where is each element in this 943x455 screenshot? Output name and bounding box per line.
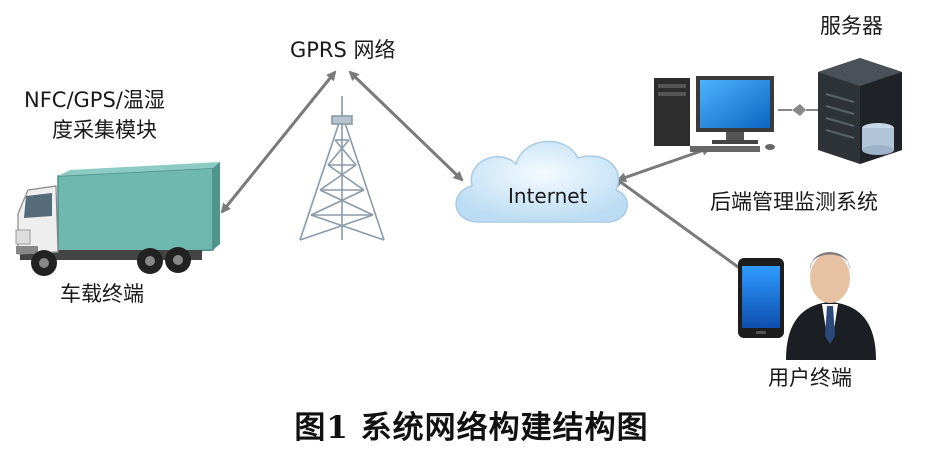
smartphone-icon — [738, 258, 784, 338]
user-person-icon — [786, 252, 876, 360]
arrow-user-cloud — [613, 176, 746, 274]
gprs-tower-icon — [299, 96, 385, 241]
user-terminal-label: 用户终端 — [768, 366, 852, 390]
truck-module-label-line2: 度采集模块 — [52, 118, 157, 142]
arrow-cloud-computer — [616, 145, 712, 183]
desktop-computer-icon — [654, 76, 775, 152]
internet-label: Internet — [508, 184, 588, 208]
truck-module-label-line1: NFC/GPS/温湿 — [24, 88, 165, 112]
arrow-tower-cloud — [348, 70, 464, 182]
truck-icon — [15, 162, 220, 276]
server-icon — [778, 58, 902, 164]
gprs-network-label: GPRS 网络 — [290, 38, 396, 62]
internet-cloud-icon — [455, 140, 628, 223]
server-label: 服务器 — [820, 14, 883, 38]
backend-system-label: 后端管理监测系统 — [710, 190, 878, 214]
figure-caption: 图1 系统网络构建结构图 — [294, 410, 649, 446]
vehicle-terminal-label: 车载终端 — [60, 282, 144, 306]
arrow-truck-tower — [220, 70, 337, 214]
